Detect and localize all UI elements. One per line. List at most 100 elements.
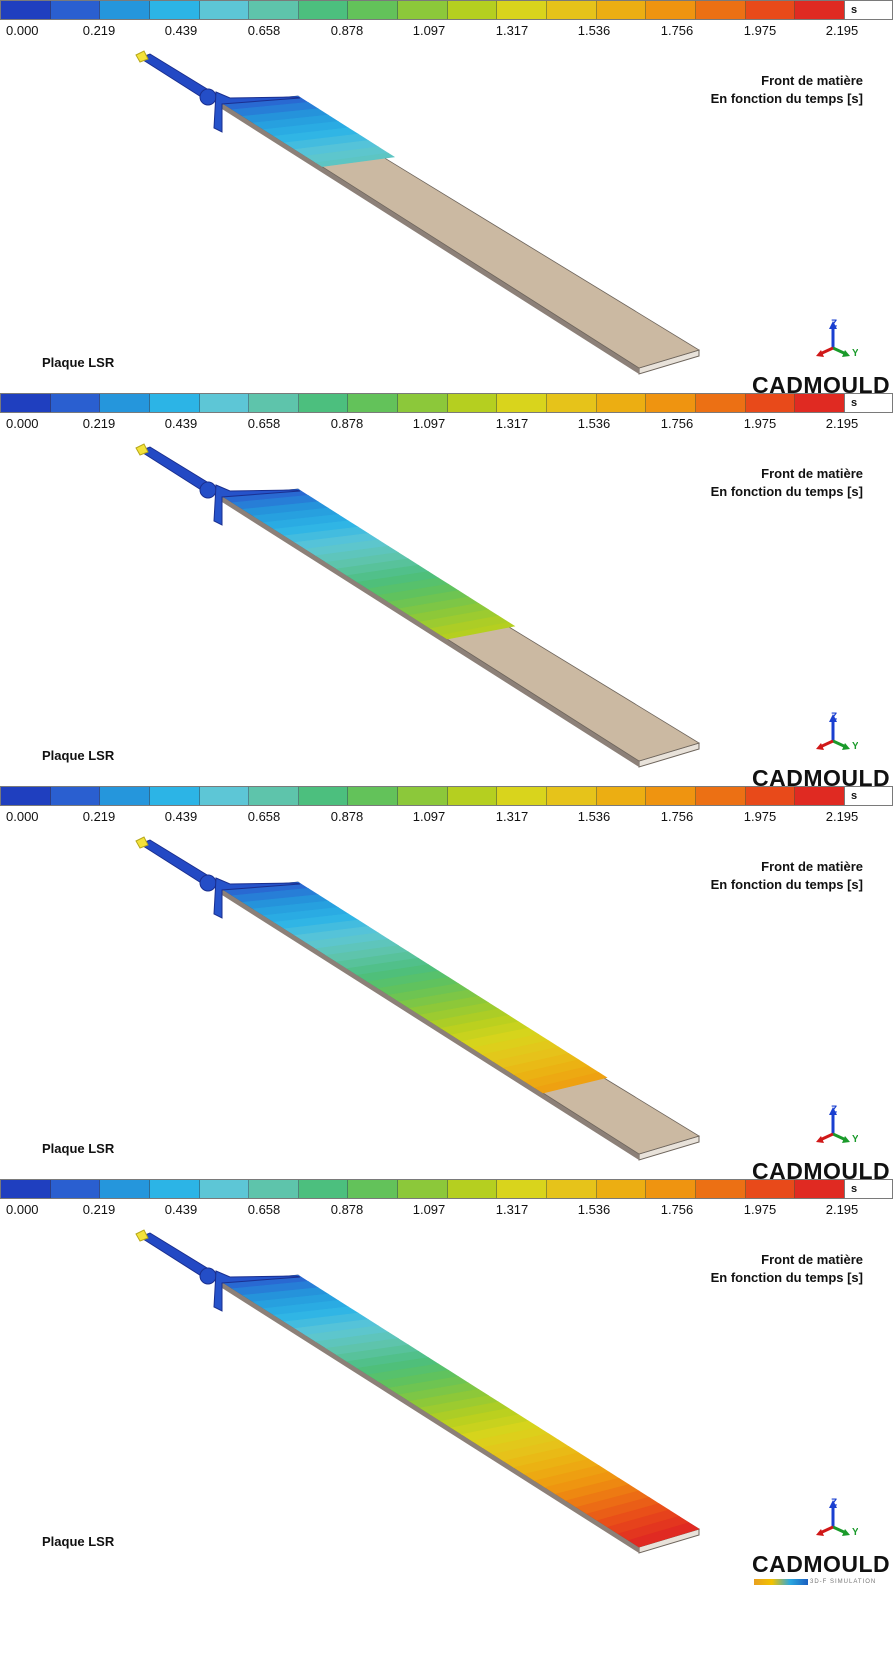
- legend-color-step: [149, 787, 200, 805]
- color-legend-bar: [0, 0, 845, 20]
- legend-tick-label: 0.878: [330, 1202, 364, 1217]
- legend-color-step: [646, 1180, 696, 1198]
- legend-color-step: [497, 1, 548, 19]
- result-title-line2: En fonction du temps [s]: [710, 91, 863, 106]
- legend-color-step: [795, 394, 844, 412]
- gate: [213, 1270, 301, 1312]
- result-title: Front de matière En fonction du temps [s…: [711, 72, 863, 108]
- legend-color-step: [795, 1180, 844, 1198]
- legend-tick-label: 0.219: [82, 809, 116, 824]
- result-title-line1: Front de matière: [761, 73, 863, 88]
- axis-triad-icon: Z Y: [816, 1497, 858, 1538]
- legend-color-step: [398, 787, 448, 805]
- legend-tick-label: 1.756: [660, 809, 694, 824]
- legend-color-step: [50, 394, 101, 412]
- part-model-view[interactable]: [0, 393, 893, 810]
- legend-tick-label: 1.097: [412, 23, 446, 38]
- legend-color-step: [447, 1, 498, 19]
- legend-color-step: [547, 1180, 597, 1198]
- injection-point: [135, 443, 149, 456]
- legend-tick-label: 0.219: [82, 416, 116, 431]
- runner-node: [199, 88, 217, 106]
- legend-color-step: [199, 1180, 250, 1198]
- legend-color-step: [398, 1180, 448, 1198]
- legend-tick-label: 0.878: [330, 809, 364, 824]
- svg-text:Y: Y: [852, 348, 858, 359]
- legend-tick-label: 1.097: [412, 416, 446, 431]
- axis-triad-icon: Z Y: [816, 318, 858, 359]
- legend-color-step: [547, 787, 597, 805]
- plate-side: [222, 889, 639, 1160]
- legend-color-step: [1, 394, 51, 412]
- result-title-line1: Front de matière: [761, 1252, 863, 1267]
- legend-color-step: [745, 1, 796, 19]
- plate-side: [222, 1282, 639, 1553]
- legend-color-step: [398, 394, 448, 412]
- svg-text:Y: Y: [852, 1527, 858, 1538]
- legend-tick-label: 1.756: [660, 1202, 694, 1217]
- legend-color-step: [100, 1180, 150, 1198]
- legend-tick-label: 0.219: [82, 1202, 116, 1217]
- part-model-view[interactable]: [0, 786, 893, 1203]
- legend-color-step: [100, 394, 150, 412]
- legend-tick-label: 1.097: [412, 809, 446, 824]
- legend-color-step: [100, 1, 150, 19]
- plate-side: [222, 496, 639, 767]
- runner-node: [199, 874, 217, 892]
- legend-color-step: [497, 787, 548, 805]
- legend-tick-label: 0.000: [6, 1202, 39, 1217]
- part-model-view[interactable]: [0, 0, 893, 417]
- legend-color-step: [695, 1, 746, 19]
- legend-color-step: [149, 1180, 200, 1198]
- legend-tick-label: 1.756: [660, 416, 694, 431]
- legend-color-step: [249, 1180, 299, 1198]
- legend-tick-label: 1.317: [495, 23, 529, 38]
- legend-color-step: [695, 394, 746, 412]
- legend-color-step: [199, 787, 250, 805]
- gate: [213, 91, 301, 133]
- legend-tick-label: 1.317: [495, 416, 529, 431]
- model-name: Plaque LSR: [42, 355, 115, 370]
- color-legend-bar: [0, 786, 845, 806]
- legend-color-step: [1, 1, 51, 19]
- legend-tick-label: 1.975: [743, 1202, 777, 1217]
- svg-text:Y: Y: [852, 1134, 858, 1145]
- legend-color-step: [348, 787, 399, 805]
- logo-name: CADMOULD: [752, 1551, 891, 1577]
- legend-color-step: [596, 1180, 647, 1198]
- legend-color-step: [1, 1180, 51, 1198]
- legend-color-step: [596, 394, 647, 412]
- legend-color-step: [447, 394, 498, 412]
- legend-color-step: [596, 787, 647, 805]
- legend-color-step: [745, 787, 796, 805]
- legend-tick-label: 2.195: [825, 1202, 859, 1217]
- legend-color-step: [100, 787, 150, 805]
- logo-sub: 3D-F SIMULATION: [810, 1579, 877, 1585]
- svg-text:Z: Z: [831, 711, 837, 722]
- color-legend-bar: [0, 393, 845, 413]
- legend-color-step: [547, 1, 597, 19]
- cadmould-logo: CADMOULD 3D-F SIMULATION: [752, 1551, 893, 1591]
- legend-tick-label: 1.536: [577, 809, 611, 824]
- result-title-line2: En fonction du temps [s]: [710, 1270, 863, 1285]
- part-model-view[interactable]: [0, 1179, 893, 1596]
- legend-color-step: [50, 1180, 101, 1198]
- legend-tick-label: 0.439: [164, 416, 198, 431]
- legend-tick-label: 2.195: [825, 23, 859, 38]
- legend-color-step: [745, 1180, 796, 1198]
- legend-color-step: [298, 787, 349, 805]
- legend-tick-label: 1.317: [495, 809, 529, 824]
- legend-color-step: [1, 787, 51, 805]
- legend-color-step: [348, 394, 399, 412]
- legend-tick-label: 2.195: [825, 809, 859, 824]
- legend-color-step: [298, 1180, 349, 1198]
- model-name: Plaque LSR: [42, 1141, 115, 1156]
- runner-node: [199, 1267, 217, 1285]
- legend-color-step: [596, 1, 647, 19]
- legend-tick-label: 1.975: [743, 416, 777, 431]
- logo-bar: [754, 1579, 808, 1585]
